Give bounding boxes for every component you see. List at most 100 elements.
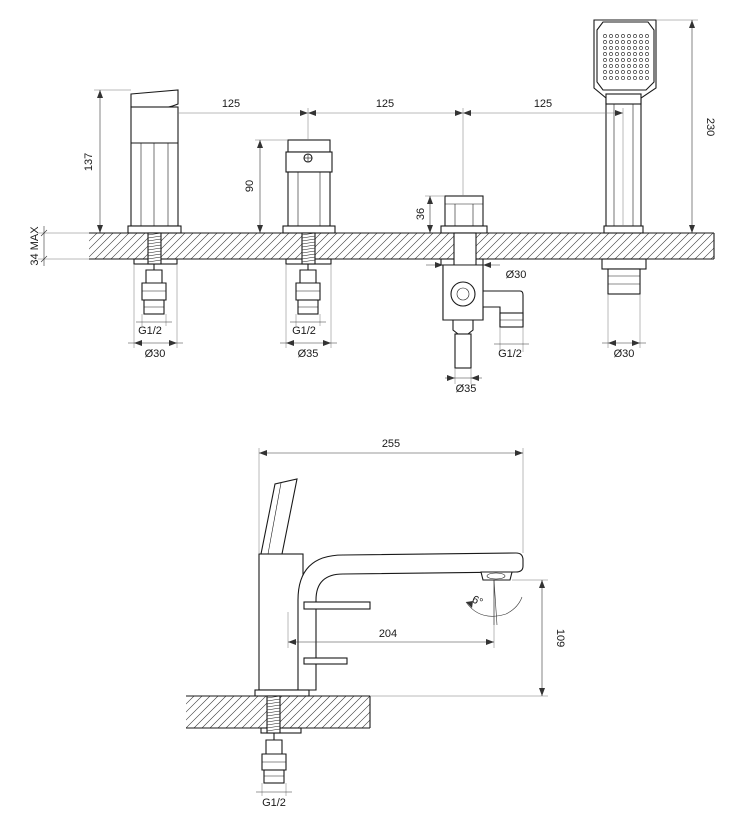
nozzle-dot: [615, 46, 619, 50]
hatch-line: [313, 696, 347, 728]
hatch-line: [118, 233, 146, 259]
nozzle-dot: [627, 76, 631, 80]
diverter-height-dimension: 36: [415, 195, 445, 233]
nozzle-dot: [639, 46, 643, 50]
valve-height-label: 90: [244, 180, 256, 192]
hatch-line: [350, 233, 378, 259]
spacing-dimensions: 125 125 125: [178, 98, 624, 226]
hatch-line: [337, 696, 370, 728]
diverter-top-diameter-label: Ø30: [506, 269, 527, 281]
nozzle-dot: [621, 34, 625, 38]
thread-line: [147, 247, 162, 251]
diverter-thread-label: G1/2: [498, 348, 522, 360]
hatch-line: [494, 233, 522, 259]
nozzle-dot: [609, 70, 613, 74]
hatch-line: [614, 233, 642, 259]
spout-diameter-dimension: Ø30: [128, 264, 183, 360]
spacing-2-label: 125: [376, 98, 394, 110]
thread-line: [147, 244, 162, 248]
thread-line: [266, 719, 281, 723]
spout-diameter-label: Ø30: [145, 348, 166, 360]
valve-thread-label: G1/2: [292, 325, 316, 337]
hatch-line: [719, 233, 743, 259]
nozzle-dot: [633, 70, 637, 74]
thread-line: [147, 241, 162, 245]
nozzle-dot: [621, 70, 625, 74]
hatch-line: [201, 696, 235, 728]
hatch-line: [638, 233, 666, 259]
hatch-line: [318, 233, 346, 259]
nozzle-dot: [627, 58, 631, 62]
hatch-line: [622, 233, 650, 259]
nozzle-dot: [609, 34, 613, 38]
nozzle-dot: [627, 46, 631, 50]
diverter-top-diameter-dimension: Ø30: [426, 262, 526, 281]
hatch-line: [174, 233, 202, 259]
diverter-height-label: 36: [415, 208, 427, 220]
side-thread-dimension: G1/2: [256, 783, 292, 809]
deck-thickness-label: 34 MAX: [29, 226, 41, 266]
hatch-line: [334, 233, 362, 259]
hatch-line: [518, 233, 546, 259]
thread-line: [266, 695, 281, 699]
hatch-line: [254, 233, 282, 259]
nozzle-dot: [627, 64, 631, 68]
hatch-line: [233, 696, 267, 728]
hatch-line: [534, 233, 562, 259]
spout-front-view: [127, 89, 182, 315]
nozzle-dot: [639, 70, 643, 74]
hatch-line: [406, 233, 434, 259]
hatch-line: [430, 233, 458, 259]
nozzle-dot: [639, 76, 643, 80]
nozzle-dot: [627, 52, 631, 56]
hand-shower-diameter-label: Ø30: [614, 348, 635, 360]
nozzle-dot: [633, 34, 637, 38]
spout-thread-dimension: G1/2: [136, 314, 172, 337]
hatch-line: [225, 696, 259, 728]
thread-line: [266, 713, 281, 717]
hatch-line: [735, 233, 743, 259]
thread-line: [301, 235, 316, 239]
hatch-line: [217, 696, 251, 728]
nozzle-dot: [615, 52, 619, 56]
hatch-line: [486, 233, 514, 259]
nozzle-dot: [609, 40, 613, 44]
hatch-line: [686, 233, 714, 259]
hatch-line: [326, 233, 354, 259]
thread-line: [147, 250, 162, 254]
hatch-line: [190, 233, 218, 259]
nozzle-dot: [621, 52, 625, 56]
hatch-line: [230, 233, 258, 259]
nozzle-dot: [609, 46, 613, 50]
thread-line: [147, 256, 162, 260]
thread-line: [301, 238, 316, 242]
nozzle-dot: [609, 58, 613, 62]
hatch-line: [281, 696, 315, 728]
thread-line: [147, 238, 162, 242]
hatch-line: [550, 233, 578, 259]
hatch-line: [710, 255, 714, 259]
hatch-line: [238, 233, 266, 259]
nozzle-dot: [645, 76, 649, 80]
nozzle-dot: [615, 34, 619, 38]
thread-line: [266, 716, 281, 720]
thread-line: [266, 722, 281, 726]
hand-shower-height-label: 230: [704, 118, 716, 136]
hatch-line: [110, 233, 138, 259]
nozzle-dot: [609, 52, 613, 56]
thread-line: [266, 710, 281, 714]
hatch-line: [386, 696, 418, 728]
nozzle-dot: [621, 58, 625, 62]
thread-line: [266, 698, 281, 702]
nozzle-dot: [603, 52, 607, 56]
hatch-line: [246, 233, 274, 259]
hatch-line: [542, 233, 570, 259]
deck-section-side: [186, 695, 418, 729]
hatch-line: [574, 233, 602, 259]
hatch-line: [89, 233, 106, 250]
hatch-line: [398, 233, 426, 259]
nozzle-dot: [603, 70, 607, 74]
hatch-line: [678, 233, 706, 259]
nozzle-dot: [633, 40, 637, 44]
reach-label: 204: [379, 628, 397, 640]
